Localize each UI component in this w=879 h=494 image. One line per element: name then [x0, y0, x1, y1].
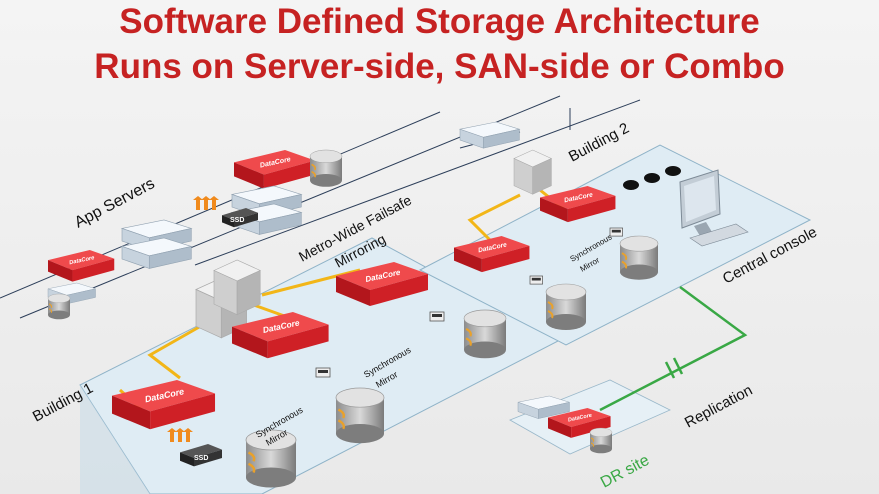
title-line-1: Software Defined Storage Architecture [119, 2, 760, 41]
label-building-2: Building 2 [566, 120, 632, 166]
disk-drum-b2-back-icon [619, 235, 659, 281]
disk-drum-dr-icon [589, 427, 613, 454]
central-console-monitor-icon [679, 169, 749, 247]
ssd-label-b1: SSD [194, 455, 208, 462]
server-top-left [121, 219, 192, 269]
label-dr-site: DR site [598, 452, 652, 492]
title-line-2: Runs on Server-side, SAN-side or Combo [94, 47, 785, 86]
ssd-label: SSD [230, 217, 244, 224]
san-switch-left-2-icon [213, 259, 261, 315]
disk-drum-b1-mid-icon [334, 386, 386, 445]
server-top-right [459, 121, 520, 149]
ellipsis-dots-icon [623, 166, 681, 190]
san-switch-right-icon [513, 149, 552, 195]
building-1-platform [79, 237, 562, 494]
label-replication: Replication [682, 382, 756, 432]
disk-drum-b1-back-icon [462, 308, 508, 360]
replication-link [599, 285, 748, 412]
app-server-center: SSD [193, 149, 343, 235]
disk-drum-b2-front-icon [545, 283, 587, 331]
label-app-servers: App Servers [72, 175, 158, 231]
app-server-left [47, 250, 115, 320]
